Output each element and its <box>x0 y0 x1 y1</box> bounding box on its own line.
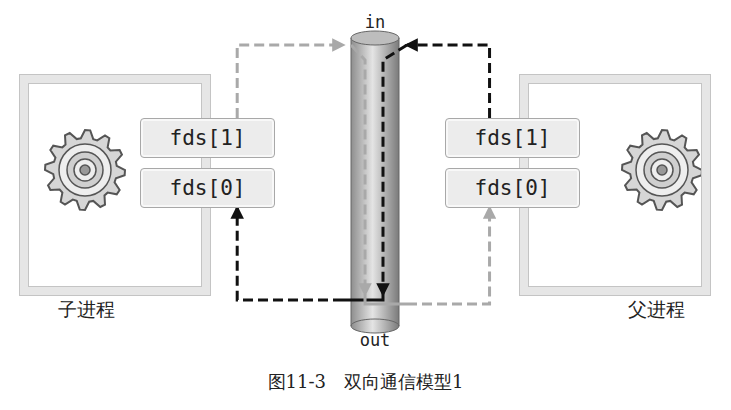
process-label: 子进程 <box>58 297 115 323</box>
gear-ring <box>80 165 90 175</box>
gear-ring <box>636 144 688 196</box>
gear-ring <box>651 159 673 181</box>
gear-ring <box>644 152 680 188</box>
process-box: fds[1]fds[0]子进程 <box>20 75 210 295</box>
fd-label: fds[1] <box>475 126 551 150</box>
flow-arrow <box>237 45 343 118</box>
pipe-end-label: in <box>343 12 407 32</box>
gear-ring <box>67 152 103 188</box>
process-label: 父进程 <box>628 297 685 323</box>
fd-box: fds[1] <box>140 118 275 158</box>
gear-ring <box>59 144 111 196</box>
pipe-end-label: out <box>343 330 407 350</box>
pipe-cylinder: in out <box>343 8 407 354</box>
fd-box: fds[0] <box>140 168 275 208</box>
gear-teeth <box>45 130 125 210</box>
fd-box: fds[1] <box>445 118 580 158</box>
fd-label: fds[1] <box>170 126 246 150</box>
gear-icon <box>622 130 702 210</box>
fd-box: fds[0] <box>445 168 580 208</box>
figure-caption: 图11-3 双向通信模型1 <box>0 370 731 394</box>
gear-icon <box>45 130 125 210</box>
process-box: fds[1]fds[0]父进程 <box>520 75 710 295</box>
gear-ring <box>74 159 96 181</box>
flow-arrow <box>407 208 490 304</box>
flow-arrow <box>237 208 343 300</box>
fd-label: fds[0] <box>170 176 246 200</box>
flow-arrow <box>407 45 490 118</box>
gear-ring <box>657 165 667 175</box>
fd-label: fds[0] <box>475 176 551 200</box>
gear-teeth <box>622 130 702 210</box>
cylinder-outline <box>343 8 407 354</box>
